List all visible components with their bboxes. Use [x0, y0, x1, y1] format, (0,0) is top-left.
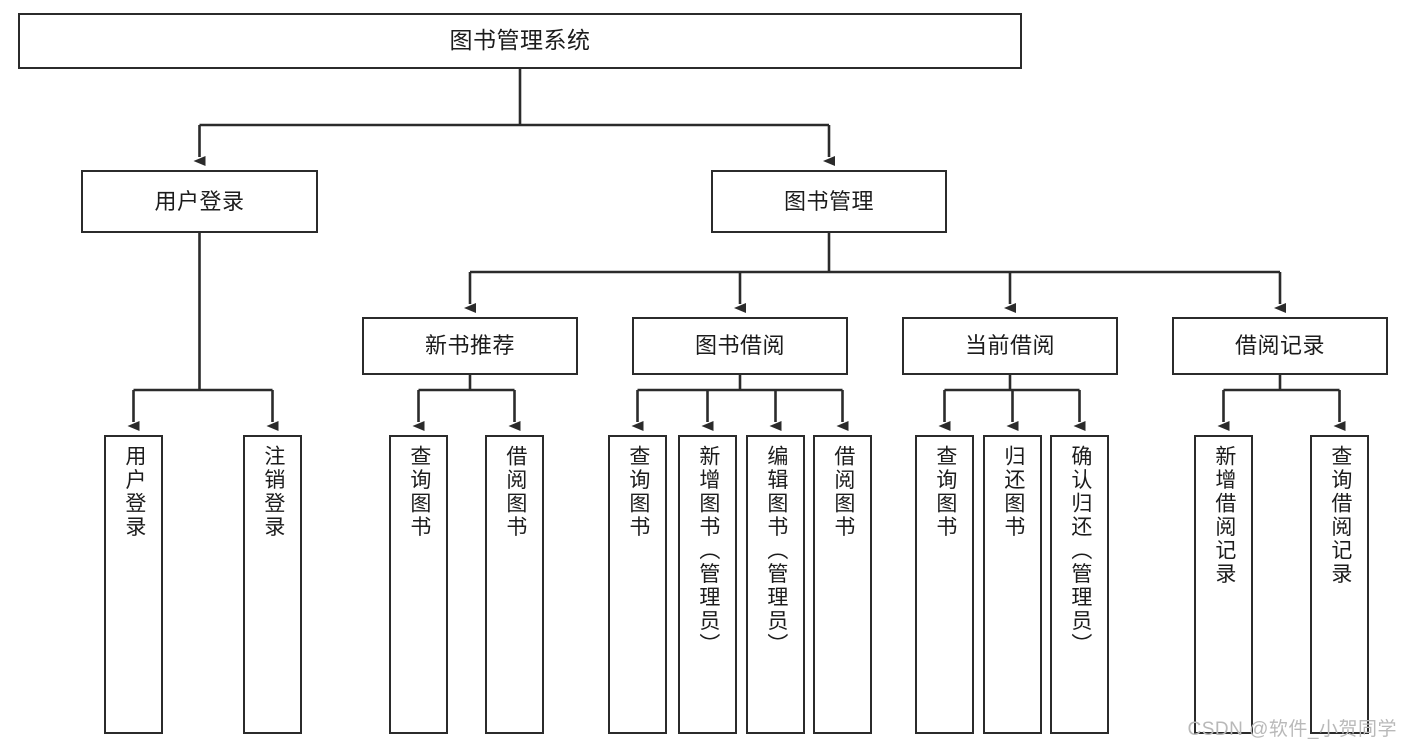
node-label: 注销登录 — [261, 445, 285, 539]
node-label: 新增图书（管理员） — [696, 445, 720, 657]
node-label: 图书管理系统 — [449, 27, 591, 54]
node-label: 借阅图书 — [831, 445, 855, 539]
node-book-borrow[interactable]: 图书借阅 — [632, 317, 848, 375]
node-leaf-return-book[interactable]: 归还图书 — [983, 435, 1042, 734]
node-label: 借阅记录 — [1234, 333, 1325, 359]
node-leaf-user-logout[interactable]: 注销登录 — [243, 435, 302, 734]
node-label: 新书推荐 — [424, 333, 515, 359]
node-current-borrow[interactable]: 当前借阅 — [902, 317, 1118, 375]
node-leaf-query-book-1[interactable]: 查询图书 — [389, 435, 448, 734]
watermark-text: CSDN @软件_小贺同学 — [1187, 719, 1397, 740]
node-leaf-borrow-book-2[interactable]: 借阅图书 — [813, 435, 872, 734]
node-new-book-rec[interactable]: 新书推荐 — [362, 317, 578, 375]
node-leaf-user-login[interactable]: 用户登录 — [104, 435, 163, 734]
node-leaf-borrow-book-1[interactable]: 借阅图书 — [485, 435, 544, 734]
node-leaf-query-record[interactable]: 查询借阅记录 — [1310, 435, 1369, 734]
node-leaf-add-book[interactable]: 新增图书（管理员） — [678, 435, 737, 734]
node-leaf-confirm-return[interactable]: 确认归还（管理员） — [1050, 435, 1109, 734]
node-book-manage[interactable]: 图书管理 — [711, 170, 947, 233]
node-leaf-add-record[interactable]: 新增借阅记录 — [1194, 435, 1253, 734]
node-leaf-query-book-3[interactable]: 查询图书 — [915, 435, 974, 734]
node-label: 图书管理 — [783, 188, 874, 214]
node-label: 图书借阅 — [694, 333, 785, 359]
node-label: 查询图书 — [933, 445, 957, 539]
node-label: 用户登录 — [154, 188, 245, 214]
node-leaf-query-book-2[interactable]: 查询图书 — [608, 435, 667, 734]
node-label: 查询图书 — [626, 445, 650, 539]
node-label: 查询图书 — [407, 445, 431, 539]
node-user-login[interactable]: 用户登录 — [81, 170, 318, 233]
node-leaf-edit-book[interactable]: 编辑图书（管理员） — [746, 435, 805, 734]
node-label: 用户登录 — [122, 445, 146, 539]
node-label: 新增借阅记录 — [1212, 445, 1236, 586]
node-label: 确认归还（管理员） — [1068, 445, 1092, 657]
node-label: 查询借阅记录 — [1328, 445, 1352, 586]
node-label: 编辑图书（管理员） — [764, 445, 788, 657]
node-borrow-record[interactable]: 借阅记录 — [1172, 317, 1388, 375]
node-root[interactable]: 图书管理系统 — [18, 13, 1022, 69]
node-label: 归还图书 — [1001, 445, 1025, 539]
node-label: 借阅图书 — [503, 445, 527, 539]
node-label: 当前借阅 — [964, 333, 1055, 359]
